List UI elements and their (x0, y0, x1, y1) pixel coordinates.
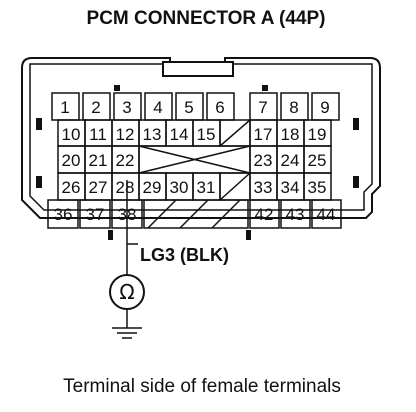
connector-shell (21, 57, 381, 219)
pin-label-27: 27 (89, 178, 108, 197)
pin-row-2 (57, 119, 332, 147)
probe-wire (126, 180, 138, 276)
side-clips (108, 230, 251, 240)
pin-label-21: 21 (89, 151, 108, 170)
pin-label-31: 31 (197, 178, 216, 197)
ohmmeter-icon: Ω (109, 274, 145, 310)
polarization-marks (36, 85, 359, 188)
terminal-grid (47, 92, 342, 229)
pin-label-2: 2 (91, 98, 100, 117)
pin-label-3: 3 (122, 98, 131, 117)
pin-label-17: 17 (254, 125, 273, 144)
pin-label-4: 4 (153, 98, 162, 117)
ohm-symbol: Ω (119, 280, 134, 304)
pin-label-5: 5 (184, 98, 193, 117)
pin-label-30: 30 (170, 178, 189, 197)
pin-row-1 (51, 92, 340, 121)
pin-label-43: 43 (286, 205, 305, 224)
pin-label-7: 7 (258, 98, 267, 117)
pin-label-15: 15 (197, 125, 216, 144)
wire-color-label: LG3 (BLK) (140, 245, 229, 265)
pin-label-19: 19 (308, 125, 327, 144)
pin-label-23: 23 (254, 151, 273, 170)
pin-label-26: 26 (62, 178, 81, 197)
pin-label-13: 13 (143, 125, 162, 144)
diagram-title: PCM CONNECTOR A (44P) (87, 8, 326, 29)
ground-icon (112, 309, 142, 339)
pin-label-29: 29 (143, 178, 162, 197)
pin-label-22: 22 (116, 151, 135, 170)
pin-label-14: 14 (170, 125, 189, 144)
pin-label-1: 1 (60, 98, 69, 117)
pin-label-12: 12 (116, 125, 135, 144)
pin-label-28: 28 (116, 178, 135, 197)
pin-label-33: 33 (254, 178, 273, 197)
pin-label-36: 36 (54, 205, 73, 224)
pin-label-11: 11 (89, 125, 107, 144)
pin-label-8: 8 (289, 98, 298, 117)
pin-label-44: 44 (317, 205, 336, 224)
pin-label-10: 10 (62, 125, 81, 144)
pin-label-9: 9 (320, 98, 329, 117)
pin-label-24: 24 (281, 151, 300, 170)
pin-label-34: 34 (281, 178, 300, 197)
pin-label-20: 20 (62, 151, 81, 170)
pin-label-6: 6 (215, 98, 224, 117)
pin-row-5 (47, 199, 342, 229)
pin-label-18: 18 (281, 125, 300, 144)
pin-label-25: 25 (308, 151, 327, 170)
caption: Terminal side of female terminals (63, 376, 341, 397)
pin-label-42: 42 (255, 205, 274, 224)
pin-label-37: 37 (86, 205, 105, 224)
pin-label-35: 35 (308, 178, 327, 197)
